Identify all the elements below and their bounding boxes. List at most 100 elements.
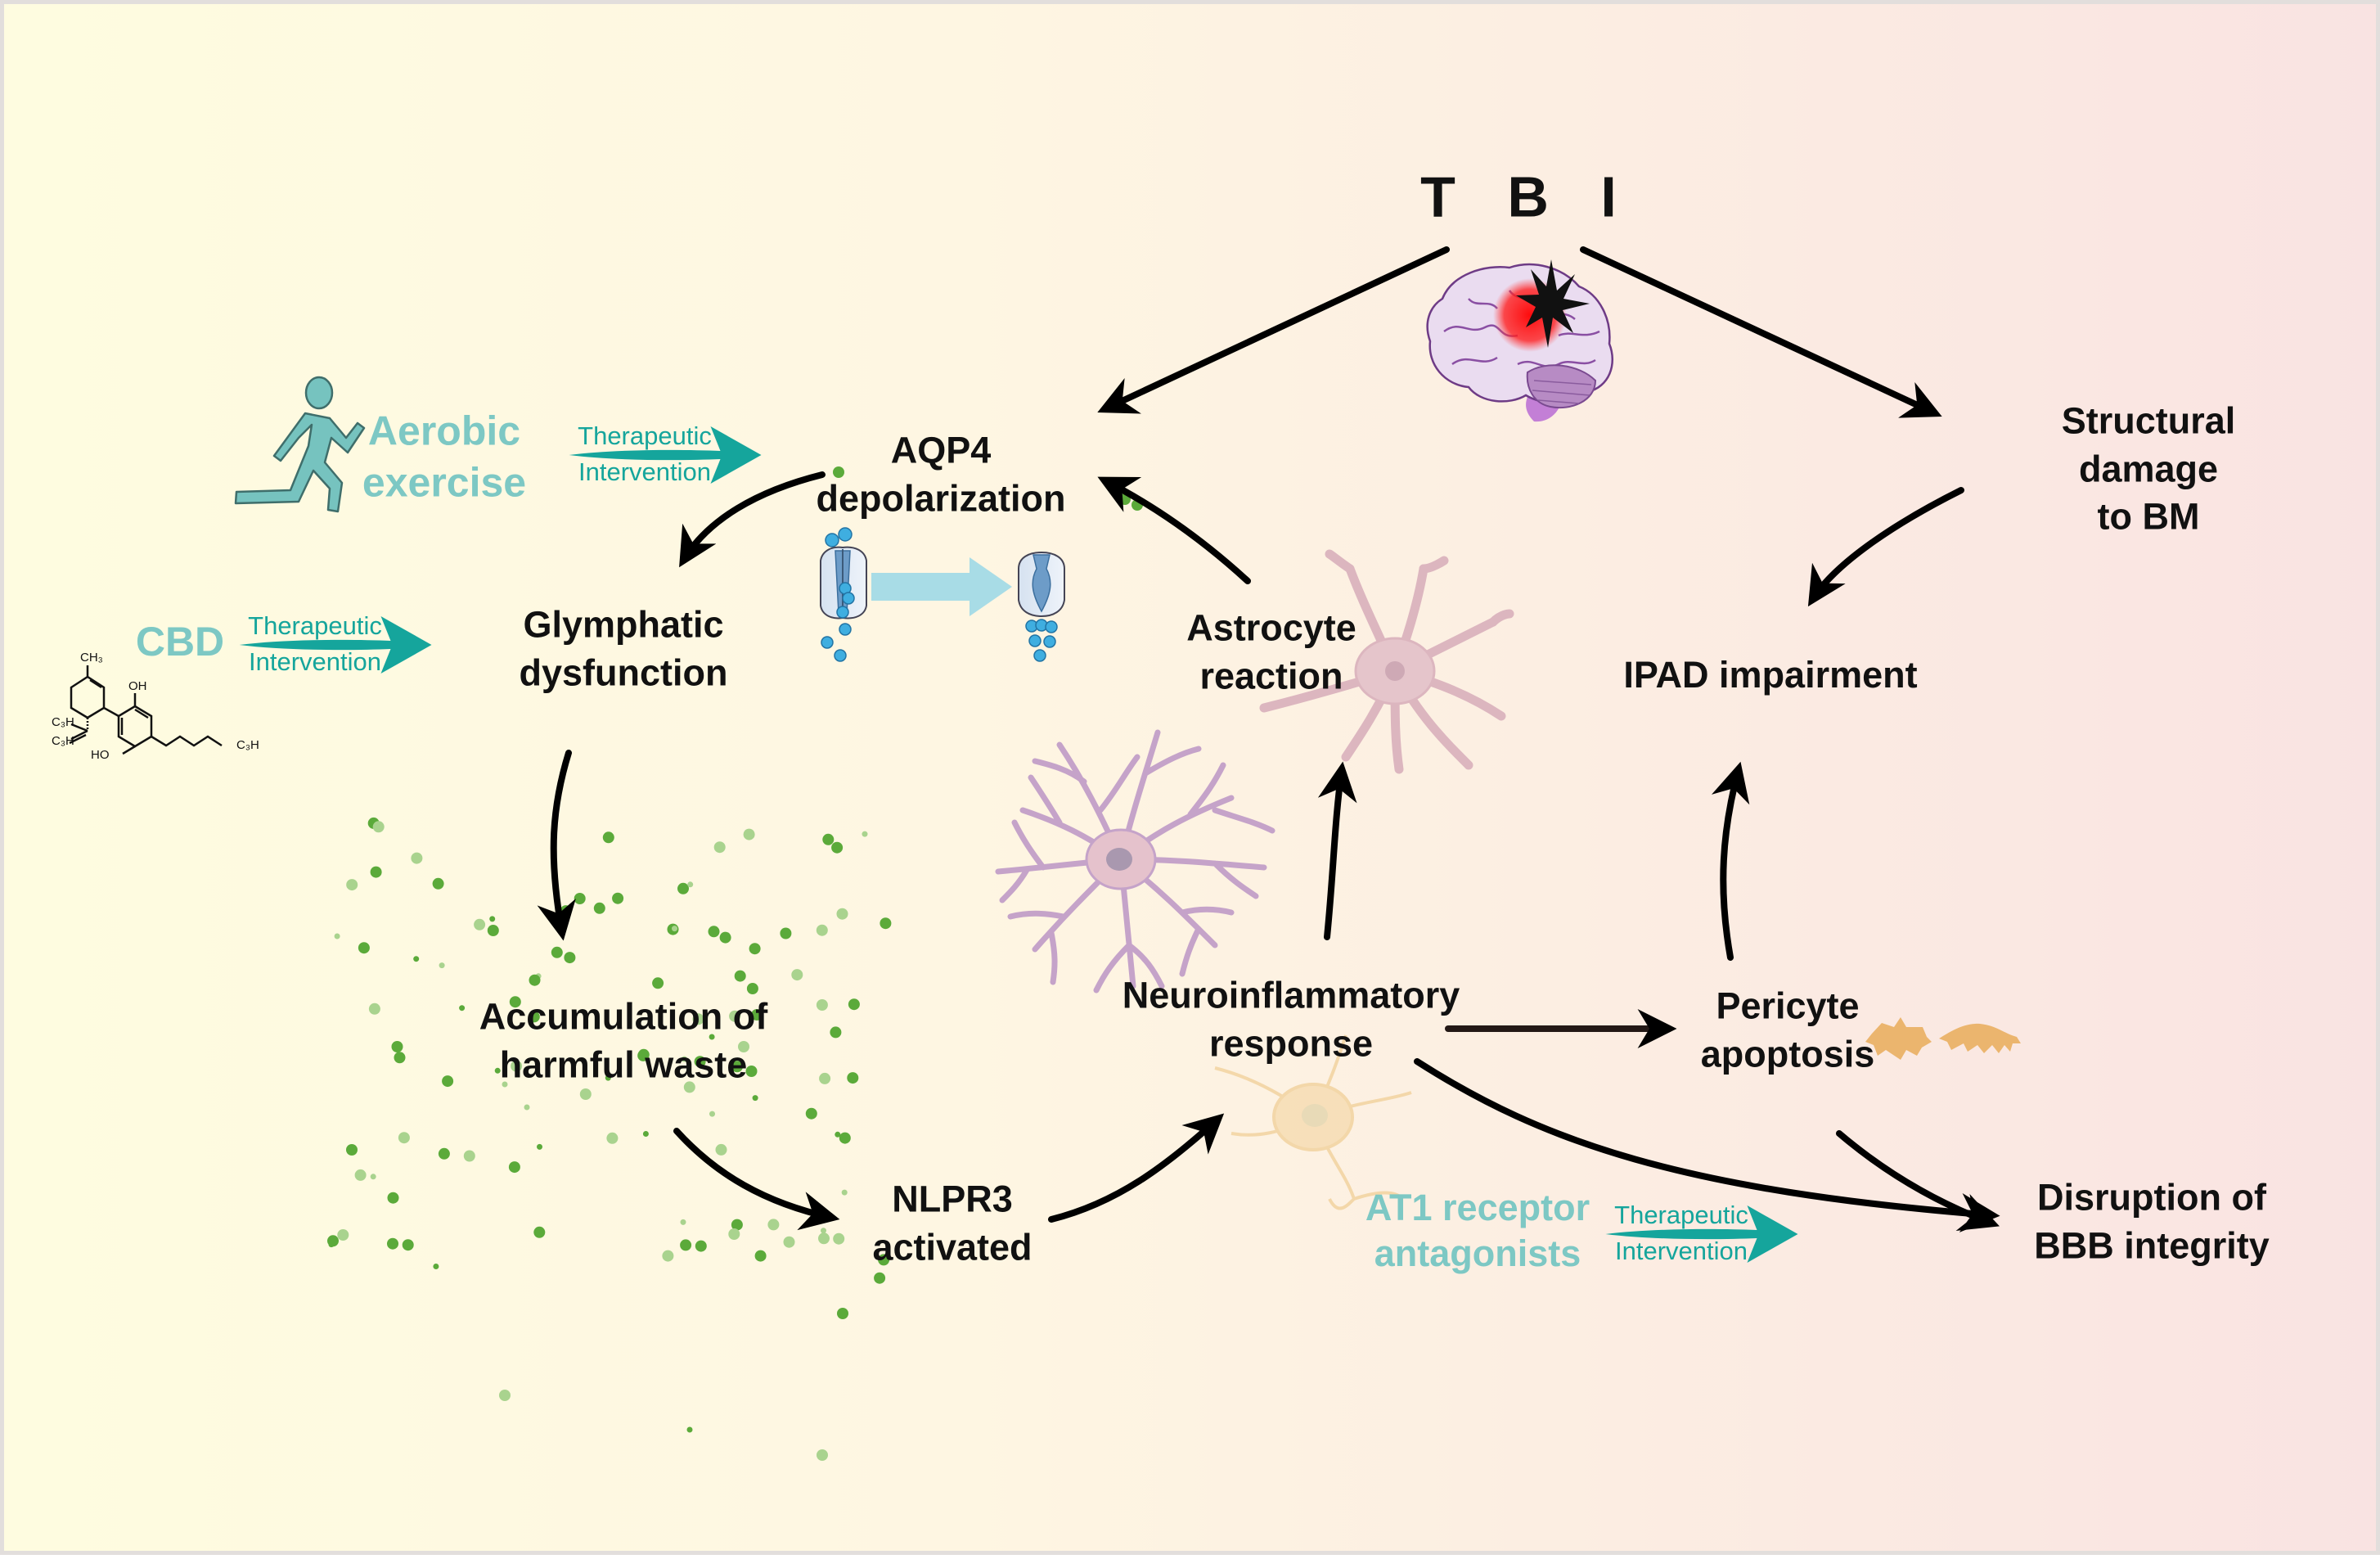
c3h-label: C₃H (52, 715, 74, 729)
waste-particle (574, 893, 586, 904)
waste-particle (719, 931, 731, 944)
brain-illustration (1426, 259, 1613, 422)
c3h-label: C₃H (236, 738, 259, 752)
waste-particle (533, 1226, 546, 1238)
node-aqp4-depolarization: AQP4 depolarization (816, 427, 1065, 523)
waste-particle (835, 1131, 841, 1138)
waste-particle (529, 974, 541, 986)
waste-particle (463, 1150, 475, 1162)
illustration-layer: CH₃ OH HO C₃H C₃H C₃H (52, 246, 2021, 1461)
node-glymphatic-dysfunction: Glymphatic dysfunction (520, 602, 728, 697)
arrow-accumulation-to-nlpr3 (673, 1128, 840, 1231)
waste-particle (862, 831, 868, 837)
waste-particle (754, 1250, 767, 1262)
waste-particle (738, 1041, 749, 1052)
waste-particle (713, 841, 726, 854)
arrow-tbi-to-aqp4 (1097, 246, 1450, 414)
waste-particle (370, 866, 382, 878)
node-line: depolarization (816, 477, 1066, 519)
node-line: activated (872, 1226, 1033, 1268)
waste-particle (494, 1067, 501, 1074)
arrow-tbi-to-structural (1580, 246, 1942, 418)
node-nlpr3-activated: NLPR3 activated (872, 1176, 1032, 1272)
waste-particle (734, 970, 746, 982)
waste-particle (874, 1272, 886, 1284)
intervention-label-bottom: Intervention (249, 647, 381, 676)
waste-particle (819, 1072, 831, 1084)
waste-particle (346, 1144, 358, 1156)
waste-particle (692, 1013, 704, 1025)
waste-particle (511, 1060, 523, 1072)
waste-particle (816, 999, 828, 1011)
node-tbi: T B I (1420, 164, 1635, 229)
waste-particle (398, 1132, 410, 1144)
intervention-agent-aerobic-exercise: Aerobic exercise (362, 406, 526, 508)
waste-particle (502, 1081, 508, 1088)
waste-particle (439, 962, 445, 969)
therapeutic-intervention-arrow-3: Therapeutic Intervention (1602, 1197, 1802, 1271)
impact-star-icon (1516, 259, 1590, 348)
arrow-pericyte-to-bbb (1836, 1130, 2000, 1231)
node-line: Structural (2061, 399, 2236, 442)
therapeutic-intervention-arrow-1: Therapeutic Intervention (565, 418, 766, 492)
waste-particle (642, 1131, 649, 1137)
pathway-arrows (537, 246, 2000, 1232)
waste-particle (841, 1189, 848, 1196)
waste-particle (833, 466, 844, 478)
waste-particle (438, 1147, 450, 1160)
waste-particle (524, 1104, 530, 1111)
node-line: Neuroinflammatory (1122, 974, 1460, 1016)
waste-particle (612, 892, 624, 904)
waste-particle (767, 1219, 780, 1231)
waste-particle (743, 828, 755, 840)
cbd-molecule-icon (69, 665, 223, 755)
waste-particle (715, 1143, 727, 1156)
waste-particle (817, 1449, 828, 1461)
waste-particle (413, 956, 420, 962)
waste-particle (677, 882, 689, 894)
waste-particle (848, 998, 860, 1011)
waste-particle (821, 1228, 826, 1234)
waste-particle (537, 1143, 542, 1150)
node-line: Glymphatic (523, 603, 724, 646)
arrow-neuroinflammatory-to-astrocyte (1317, 761, 1357, 940)
node-pericyte-apoptosis: Pericyte apoptosis (1701, 983, 1875, 1079)
waste-particle (805, 1107, 817, 1120)
waste-particle (489, 916, 496, 922)
waste-particle (687, 881, 694, 888)
waste-particle (442, 1075, 454, 1088)
intervention-label-top: Therapeutic (578, 421, 712, 450)
waste-particle (816, 924, 828, 936)
node-structural-damage: Structural damage to BM (2062, 397, 2236, 541)
ch3-label: CH₃ (80, 651, 103, 665)
waste-particle (878, 1254, 890, 1266)
intervention-label-top: Therapeutic (248, 611, 382, 640)
waste-particle (402, 1239, 414, 1251)
agent-line: CBD (135, 618, 225, 665)
aqp4-normal-channel-icon (820, 527, 867, 662)
oh-label: OH (128, 679, 147, 693)
waste-particle (593, 902, 605, 914)
waste-particle (637, 1048, 650, 1061)
agent-line: AT1 receptor (1365, 1186, 1590, 1228)
waste-particle (746, 983, 758, 994)
arrow-glymphatic-to-accumulation (537, 750, 576, 941)
waste-particle (508, 1161, 520, 1174)
node-line: dysfunction (519, 651, 728, 693)
waste-particle (391, 1041, 403, 1052)
waste-particle (346, 879, 358, 891)
waste-particle (681, 1056, 687, 1062)
node-line: Astrocyte (1186, 606, 1356, 649)
node-line: AQP4 (890, 429, 992, 471)
node-astrocyte-reaction: Astrocyte reaction (1186, 605, 1356, 701)
aqp4-depolarized-channel-icon (1018, 551, 1065, 662)
waste-particle (728, 1228, 740, 1240)
waste-particle (387, 1237, 398, 1250)
depolarization-arrow (871, 557, 1012, 616)
waste-particle (695, 1240, 707, 1252)
waste-particle (818, 1232, 830, 1245)
arrow-aqp4-to-glymphatic (679, 471, 826, 568)
waste-particle (487, 925, 499, 936)
waste-particles (327, 466, 1143, 1461)
cbd-molecule-labels: CH₃ OH HO C₃H C₃H C₃H (52, 651, 259, 762)
